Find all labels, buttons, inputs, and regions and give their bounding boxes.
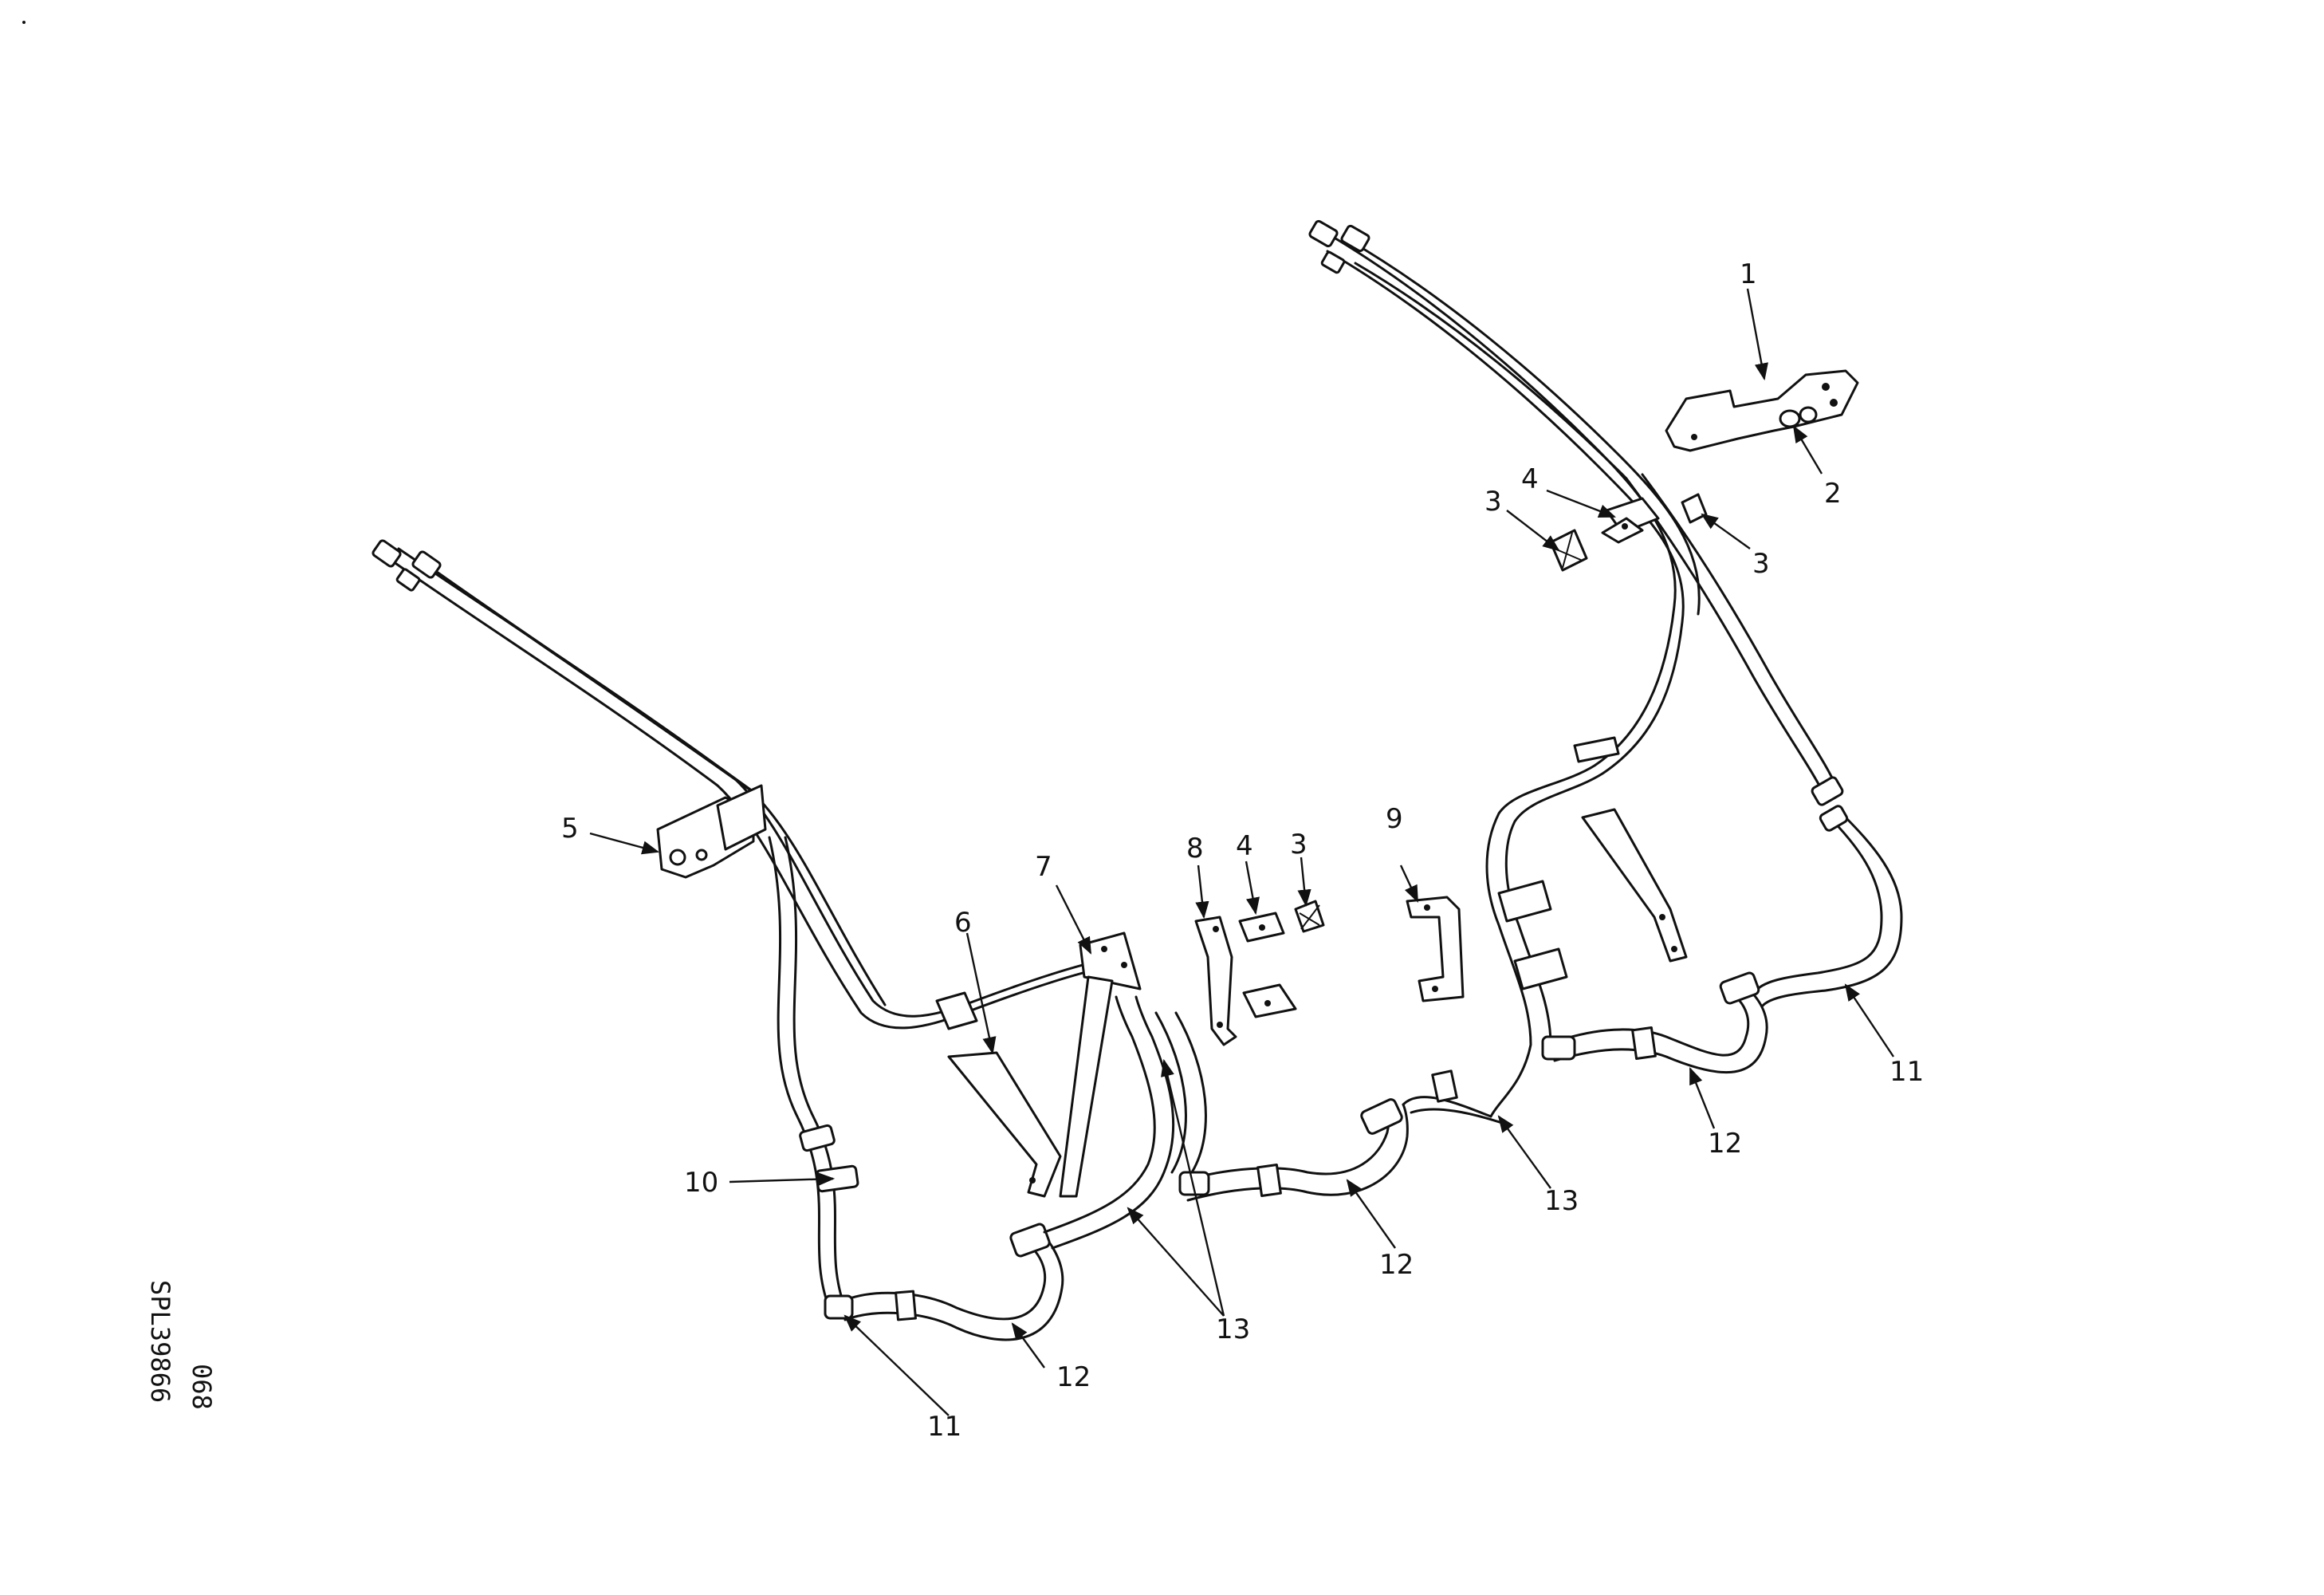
callout-1: 1: [1740, 258, 1757, 290]
callout-3-left: 3: [1484, 486, 1502, 518]
callout-10: 10: [684, 1167, 718, 1199]
clamp-plate-3-right-a: [1549, 529, 1588, 572]
callout-8: 8: [1186, 833, 1204, 864]
callout-11-right: 11: [1889, 1056, 1924, 1088]
callout-4-right: 4: [1521, 463, 1539, 495]
clamp-right-upper: [1497, 880, 1568, 990]
drawing-reference: SPL39866 068: [145, 1280, 217, 1410]
callout-labels: 1 2 3 3 3 4 4 5 6 7 8 9 10 11 11 12 12 1…: [561, 258, 1924, 1443]
drawing-reference-code: SPL39866: [145, 1280, 175, 1403]
clamp-plate-3-right-b: [1681, 493, 1708, 524]
callout-12-left: 12: [1056, 1361, 1091, 1393]
right-hose-bundle: [1322, 230, 1903, 1126]
clamp-plate-3-middle: [1294, 900, 1325, 933]
pin-2: [1779, 406, 1818, 428]
bracket-6: [947, 1051, 1062, 1198]
middle-hose-12: [1154, 1011, 1409, 1202]
callout-3-middle: 3: [1290, 829, 1307, 861]
callout-2: 2: [1824, 478, 1842, 510]
callout-12-middle: 12: [1379, 1249, 1414, 1281]
callout-11-left: 11: [927, 1411, 961, 1443]
callout-12-right: 12: [1708, 1128, 1742, 1160]
clamp-block-4-middle: [1238, 912, 1285, 943]
callout-9: 9: [1386, 803, 1403, 835]
bracket-1: [1665, 369, 1859, 452]
bracket-right-pendant: [1573, 736, 1688, 963]
clamp-4-right: [1601, 497, 1660, 544]
drawing-reference-suffix: 068: [187, 1364, 217, 1410]
callout-6: 6: [954, 907, 972, 939]
right-end-fittings: [1308, 219, 1370, 274]
callout-5: 5: [561, 813, 579, 845]
callout-3-right: 3: [1752, 548, 1770, 580]
corner-mark: [22, 21, 26, 24]
bracket-5: [656, 784, 767, 879]
callout-4-middle: 4: [1236, 830, 1253, 862]
clamp-block-lower-middle: [1242, 983, 1297, 1018]
bracket-9: [1406, 896, 1465, 1002]
left-end-fittings: [372, 539, 442, 592]
callout-13-left: 13: [1216, 1313, 1250, 1345]
left-hose-bundle: [381, 547, 1175, 1341]
callout-7: 7: [1035, 851, 1052, 883]
clamp-left-upper: [935, 991, 978, 1030]
leader-lines: [589, 288, 1894, 1416]
callout-13-right: 13: [1544, 1185, 1579, 1217]
bracket-7: [1059, 931, 1142, 1198]
bracket-8: [1194, 916, 1237, 1046]
